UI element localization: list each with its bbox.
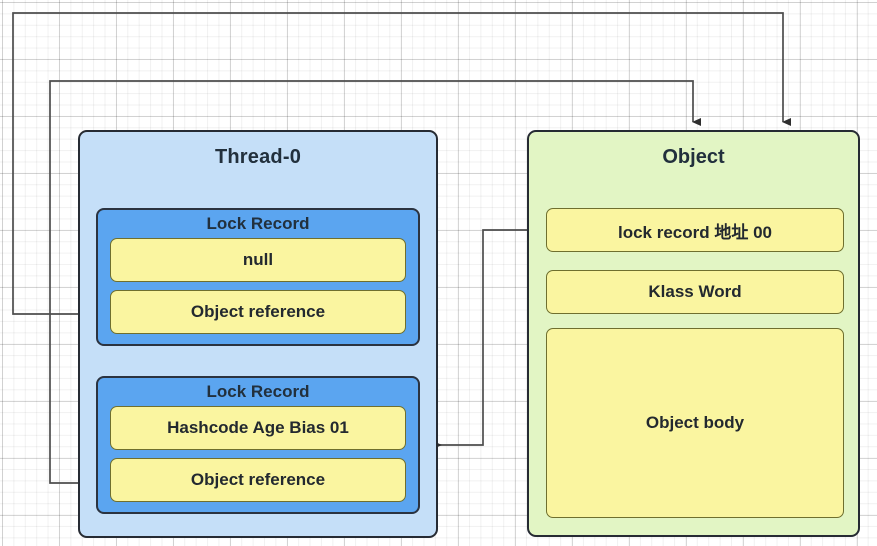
lock-record-1-slot-object-reference: Object reference [110,290,406,334]
lock-record-1: Lock Record null Object reference [96,208,420,346]
lock-record-2-slot-mark-word: Hashcode Age Bias 01 [110,406,406,450]
lock-record-1-slot-mark-word: null [110,238,406,282]
thread-box: Thread-0 Lock Record null Object referen… [78,130,438,538]
object-slot-klass-word: Klass Word [546,270,844,314]
object-box: Object lock record 地址 00 Klass Word Obje… [527,130,860,537]
lock-record-2-title: Lock Record [206,382,310,401]
object-slot-mark-word: lock record 地址 00 [546,208,844,252]
lock-record-2-slot-object-reference: Object reference [110,458,406,502]
lock-record-2: Lock Record Hashcode Age Bias 01 Object … [96,376,420,514]
thread-title: Thread-0 [214,146,302,168]
lock-record-1-title: Lock Record [206,214,310,233]
object-title: Object [662,146,725,168]
wire-lock-record-address [433,229,540,449]
object-slot-body: Object body [546,328,844,518]
